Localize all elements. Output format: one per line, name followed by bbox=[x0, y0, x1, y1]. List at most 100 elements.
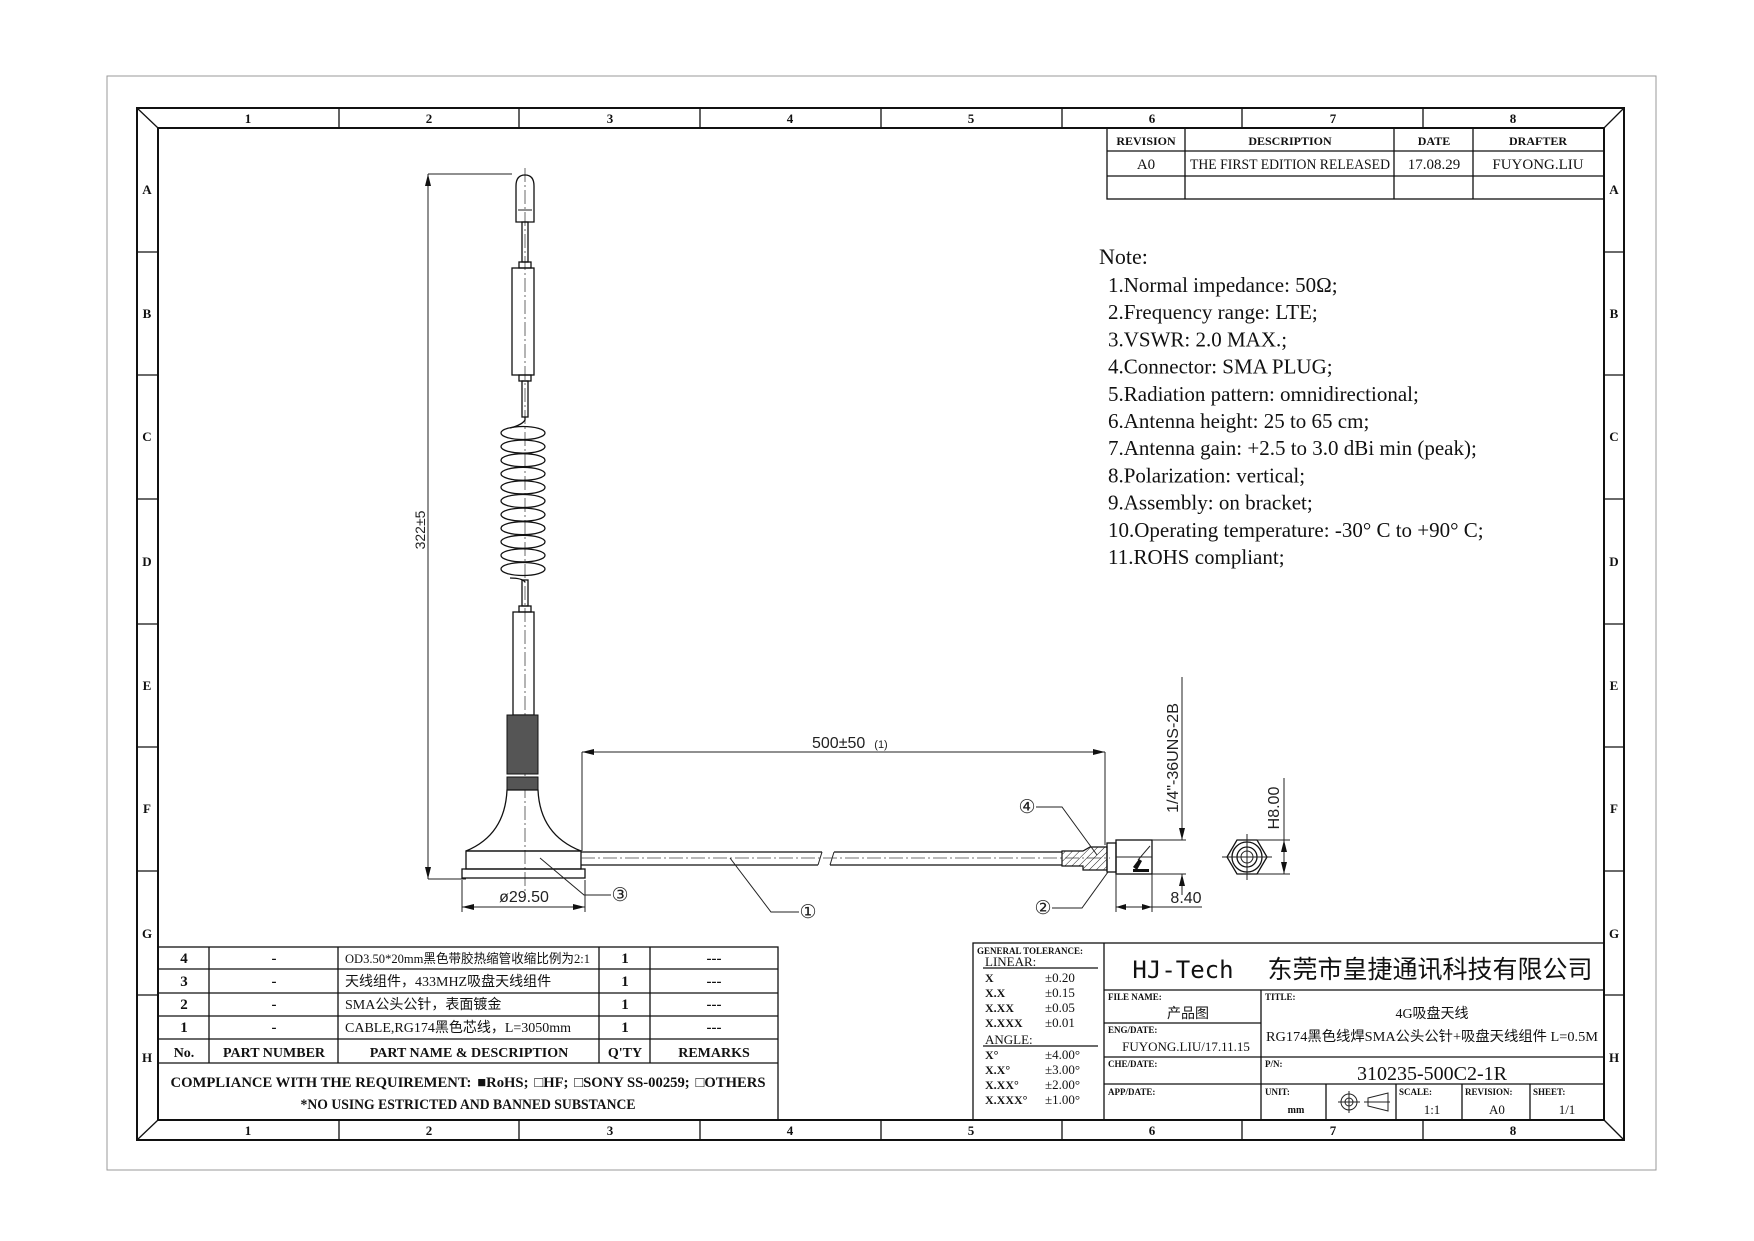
zone-col-2: 2 bbox=[426, 1123, 433, 1138]
compliance-option-label: HF; bbox=[543, 1075, 568, 1091]
app-date-label: APP/DATE: bbox=[1108, 1087, 1155, 1097]
note-item: 4.Connector: SMA PLUG; bbox=[1108, 355, 1333, 379]
zone-row-g: G bbox=[142, 926, 152, 941]
tolerance-value: ±0.01 bbox=[1045, 1015, 1075, 1030]
note-item: 1.Normal impedance: 50Ω; bbox=[1108, 273, 1338, 297]
compliance-line: COMPLIANCE WITH THE REQUIREMENT:■RoHS;□H… bbox=[171, 1075, 766, 1091]
compliance-option-label: RoHS; bbox=[486, 1075, 528, 1091]
antenna-drawing: 322±5 ø29.50 bbox=[412, 168, 586, 912]
tolerance-format: X.XXX bbox=[985, 1016, 1023, 1030]
revision-header-revision: REVISION bbox=[1116, 134, 1176, 148]
compliance-checkbox-1[interactable]: □ bbox=[534, 1075, 543, 1091]
zone-row-d: D bbox=[142, 554, 151, 569]
revision-label: REVISION: bbox=[1465, 1087, 1513, 1097]
tolerance-format: X° bbox=[985, 1048, 999, 1062]
bom-cell: --- bbox=[707, 1020, 722, 1036]
notes-title: Note: bbox=[1099, 244, 1148, 269]
tolerance-format: X bbox=[985, 971, 994, 985]
bom-cell: 1 bbox=[621, 1020, 629, 1036]
tolerance-format: X.XX bbox=[985, 1001, 1014, 1015]
title-line-1: 4G吸盘天线 bbox=[1395, 1005, 1468, 1022]
tolerance-format: X.X bbox=[985, 986, 1006, 1000]
zone-col-4: 4 bbox=[787, 1123, 794, 1138]
pn-label: P/N: bbox=[1265, 1059, 1283, 1069]
part-number: 310235-500C2-1R bbox=[1357, 1063, 1508, 1085]
zone-row-f: F bbox=[1610, 801, 1618, 816]
che-date-label: CHE/DATE: bbox=[1108, 1059, 1157, 1069]
zone-col-6: 6 bbox=[1149, 1123, 1156, 1138]
title-block: GENERAL TOLERANCE: LINEAR: X±0.20X.X±0.1… bbox=[972, 942, 1605, 1121]
company-name: 东莞市皇捷通讯科技有限公司 bbox=[1267, 956, 1592, 984]
thread-dimension: 1/4"-36UNS-2B bbox=[1165, 703, 1182, 813]
note-item: 2.Frequency range: LTE; bbox=[1108, 300, 1318, 324]
zone-col-5: 5 bbox=[968, 111, 975, 126]
zone-col-7: 7 bbox=[1330, 1123, 1337, 1138]
balloon-leaders bbox=[539, 806, 1109, 913]
revision-header-description: DESCRIPTION bbox=[1248, 134, 1332, 148]
bom-header-description: PART NAME & DESCRIPTION bbox=[370, 1046, 569, 1061]
zone-col-3: 3 bbox=[607, 111, 614, 126]
zone-row-c: C bbox=[1609, 429, 1618, 444]
zone-row-labels-left: A B C D E F G H bbox=[142, 182, 152, 1065]
balloon-1: ① bbox=[799, 902, 816, 923]
cable-length-dimension: 500±50 (1) bbox=[812, 735, 888, 752]
note-item: 9.Assembly: on bracket; bbox=[1108, 491, 1313, 515]
zone-column-labels-top: 1 2 3 4 5 6 7 8 bbox=[245, 111, 1517, 126]
zone-col-1: 1 bbox=[245, 1123, 252, 1138]
bom-cell: CABLE,RG174黑色芯线，L=3050mm bbox=[345, 1019, 571, 1036]
linear-label: LINEAR: bbox=[985, 954, 1036, 969]
zone-col-4: 4 bbox=[787, 111, 794, 126]
note-item: 7.Antenna gain: +2.5 to 3.0 dBi min (pea… bbox=[1108, 436, 1477, 460]
bom-cell: - bbox=[272, 974, 277, 990]
bom-header-part-number: PART NUMBER bbox=[223, 1046, 326, 1061]
bom-cell: - bbox=[272, 997, 277, 1013]
tolerance-title: GENERAL TOLERANCE: bbox=[977, 946, 1083, 956]
title-label: TITLE: bbox=[1265, 992, 1296, 1002]
zone-row-e: E bbox=[1610, 678, 1619, 693]
tolerance-format: X.XXX° bbox=[985, 1093, 1028, 1107]
revision-value: A0 bbox=[1489, 1102, 1505, 1117]
compliance-option-label: OTHERS bbox=[704, 1075, 765, 1091]
zone-row-labels-right: A B C D E F G H bbox=[1609, 182, 1619, 1065]
tolerance-format: X.X° bbox=[985, 1063, 1010, 1077]
bom-cell: 3 bbox=[180, 974, 188, 990]
bom-cell: 1 bbox=[180, 1020, 188, 1036]
zone-row-e: E bbox=[143, 678, 152, 693]
revision-header-drafter: DRAFTER bbox=[1509, 134, 1567, 148]
bom-cell: 2 bbox=[180, 997, 188, 1013]
bom-cell: OD3.50*20mm黑色带胶热缩管收缩比例为2:1 bbox=[345, 951, 590, 966]
zone-col-8: 8 bbox=[1510, 111, 1517, 126]
bom-cell: --- bbox=[707, 997, 722, 1013]
revision-cell: FUYONG.LIU bbox=[1492, 157, 1583, 173]
compliance-checkbox-2[interactable]: □ bbox=[574, 1075, 583, 1091]
connector-length-dimension: 8.40 bbox=[1170, 890, 1201, 907]
note-item: 11.ROHS compliant; bbox=[1108, 545, 1285, 569]
note-item: 6.Antenna height: 25 to 65 cm; bbox=[1108, 409, 1369, 433]
compliance-checkbox-3[interactable]: □ bbox=[696, 1075, 705, 1091]
tolerance-value: ±3.00° bbox=[1045, 1062, 1080, 1077]
zone-col-2: 2 bbox=[426, 111, 433, 126]
bom-header-no: No. bbox=[174, 1046, 195, 1061]
zone-col-7: 7 bbox=[1330, 111, 1337, 126]
cable-length-value: 500±50 bbox=[812, 735, 865, 752]
height-dimension: 322±5 bbox=[412, 510, 428, 549]
revision-cell: 17.08.29 bbox=[1408, 157, 1461, 173]
hex-dimension: H8.00 bbox=[1266, 787, 1283, 830]
zone-row-g: G bbox=[1609, 926, 1619, 941]
bom-cell: 1 bbox=[621, 951, 629, 967]
zone-row-a: A bbox=[1609, 182, 1619, 197]
tolerance-value: ±4.00° bbox=[1045, 1047, 1080, 1062]
bom-cell: --- bbox=[707, 974, 722, 990]
bom-cell: 天线组件，433MHZ吸盘天线组件 bbox=[345, 973, 551, 990]
compliance-checkbox-0[interactable]: ■ bbox=[477, 1075, 486, 1091]
brand-name: HJ-Tech bbox=[1132, 956, 1233, 984]
note-item: 3.VSWR: 2.0 MAX.; bbox=[1108, 327, 1287, 351]
tolerance-value: ±0.05 bbox=[1045, 1000, 1075, 1015]
base-diameter-dimension: ø29.50 bbox=[499, 889, 549, 906]
eng-date-value: FUYONG.LIU/17.11.15 bbox=[1122, 1039, 1250, 1054]
zone-col-8: 8 bbox=[1510, 1123, 1517, 1138]
scale-value: 1:1 bbox=[1424, 1102, 1441, 1117]
unit-value: mm bbox=[1288, 1105, 1305, 1116]
